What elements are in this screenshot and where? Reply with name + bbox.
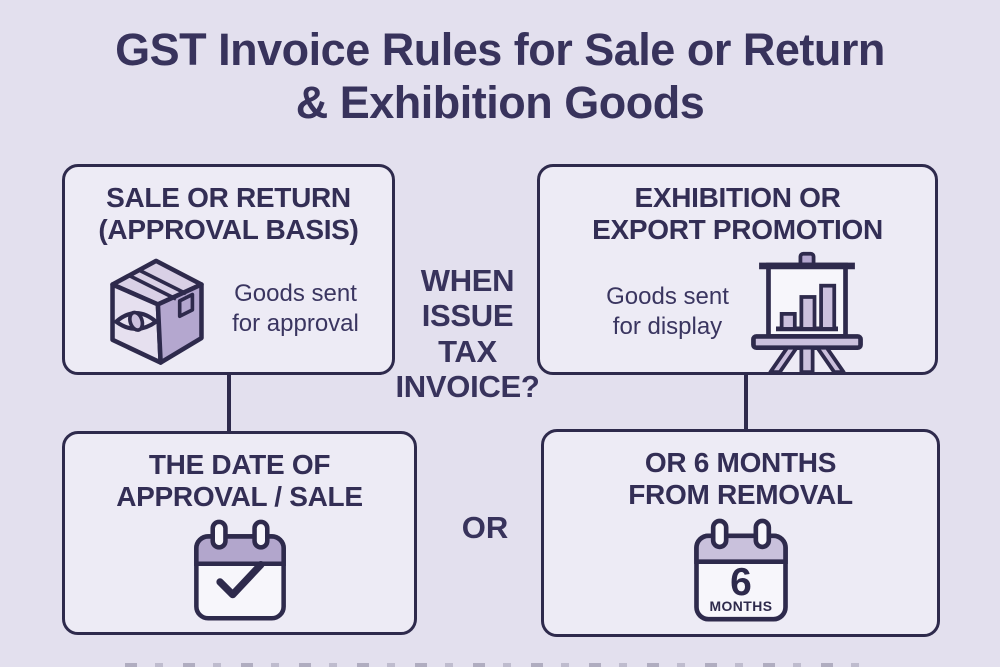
title-line2: & Exhibition Goods [295, 76, 705, 128]
box-exhibition-content: Goods sent for display [606, 250, 869, 382]
box-exhibition-caption-line1: Goods sent [606, 282, 729, 310]
box-exhibition-caption-line2: for display [612, 313, 723, 341]
box-exhibition-heading-line2: EXPORT PROMOTION [592, 214, 883, 246]
calendar-number: 6 [730, 561, 752, 604]
box-exhibition: EXHIBITION OR EXPORT PROMOTION Goods sen… [537, 164, 938, 375]
box-sale-caption-line2: for approval [232, 310, 359, 338]
calendar-label: MONTHS [709, 598, 772, 614]
question-line-invoice: INVOICE? [395, 368, 540, 404]
box-months-content: 6 MONTHS [690, 515, 792, 634]
box-date-content [190, 517, 290, 632]
box-date-heading: THE DATE OF APPROVAL / SALE [116, 449, 363, 513]
easel-bar-chart-icon [745, 250, 869, 375]
box-six-months: OR 6 MONTHS FROM REMOVAL 6 MONTHS [541, 429, 940, 637]
question-line-issue: ISSUE [421, 298, 514, 334]
box-sale-content: Goods sent for approval [98, 250, 359, 376]
box-exhibition-caption: Goods sent for display [606, 282, 729, 343]
box-date-heading-line1: THE DATE OF [148, 449, 331, 480]
cropped-text-remnant [125, 663, 875, 667]
page-title: GST Invoice Rules for Sale or Return & E… [0, 24, 1000, 129]
box-sale-heading-line2: (APPROVAL BASIS) [98, 214, 359, 246]
box-sale-heading-line1: SALE OR RETURN [106, 182, 351, 213]
calendar-check-icon [190, 518, 290, 624]
calendar-6-months-icon: 6 MONTHS [690, 517, 792, 625]
box-date-of-approval: THE DATE OF APPROVAL / SALE [62, 431, 417, 635]
box-months-heading: OR 6 MONTHS FROM REMOVAL [628, 447, 853, 511]
box-months-heading-line1: OR 6 MONTHS [644, 447, 837, 478]
box-sale-caption-line1: Goods sent [234, 279, 357, 307]
connector-line-right [744, 373, 748, 431]
connector-line-left [227, 373, 231, 433]
center-question: WHEN ISSUE TAX INVOICE? [365, 263, 570, 404]
or-label: OR [461, 510, 509, 545]
box-sale-heading: SALE OR RETURN (APPROVAL BASIS) [98, 182, 359, 246]
box-date-heading-line2: APPROVAL / SALE [116, 481, 363, 513]
box-sale-caption: Goods sent for approval [232, 279, 359, 340]
question-line-tax: TAX [438, 333, 497, 369]
box-exhibition-heading: EXHIBITION OR EXPORT PROMOTION [592, 182, 883, 246]
box-sale-or-return: SALE OR RETURN (APPROVAL BASIS) Goods se… [62, 164, 395, 375]
question-line-when: WHEN [420, 263, 515, 298]
package-with-eye-icon [98, 250, 216, 368]
box-exhibition-heading-line1: EXHIBITION OR [634, 182, 841, 213]
box-months-heading-line2: FROM REMOVAL [628, 479, 853, 511]
title-line1: GST Invoice Rules for Sale or Return [115, 24, 885, 75]
